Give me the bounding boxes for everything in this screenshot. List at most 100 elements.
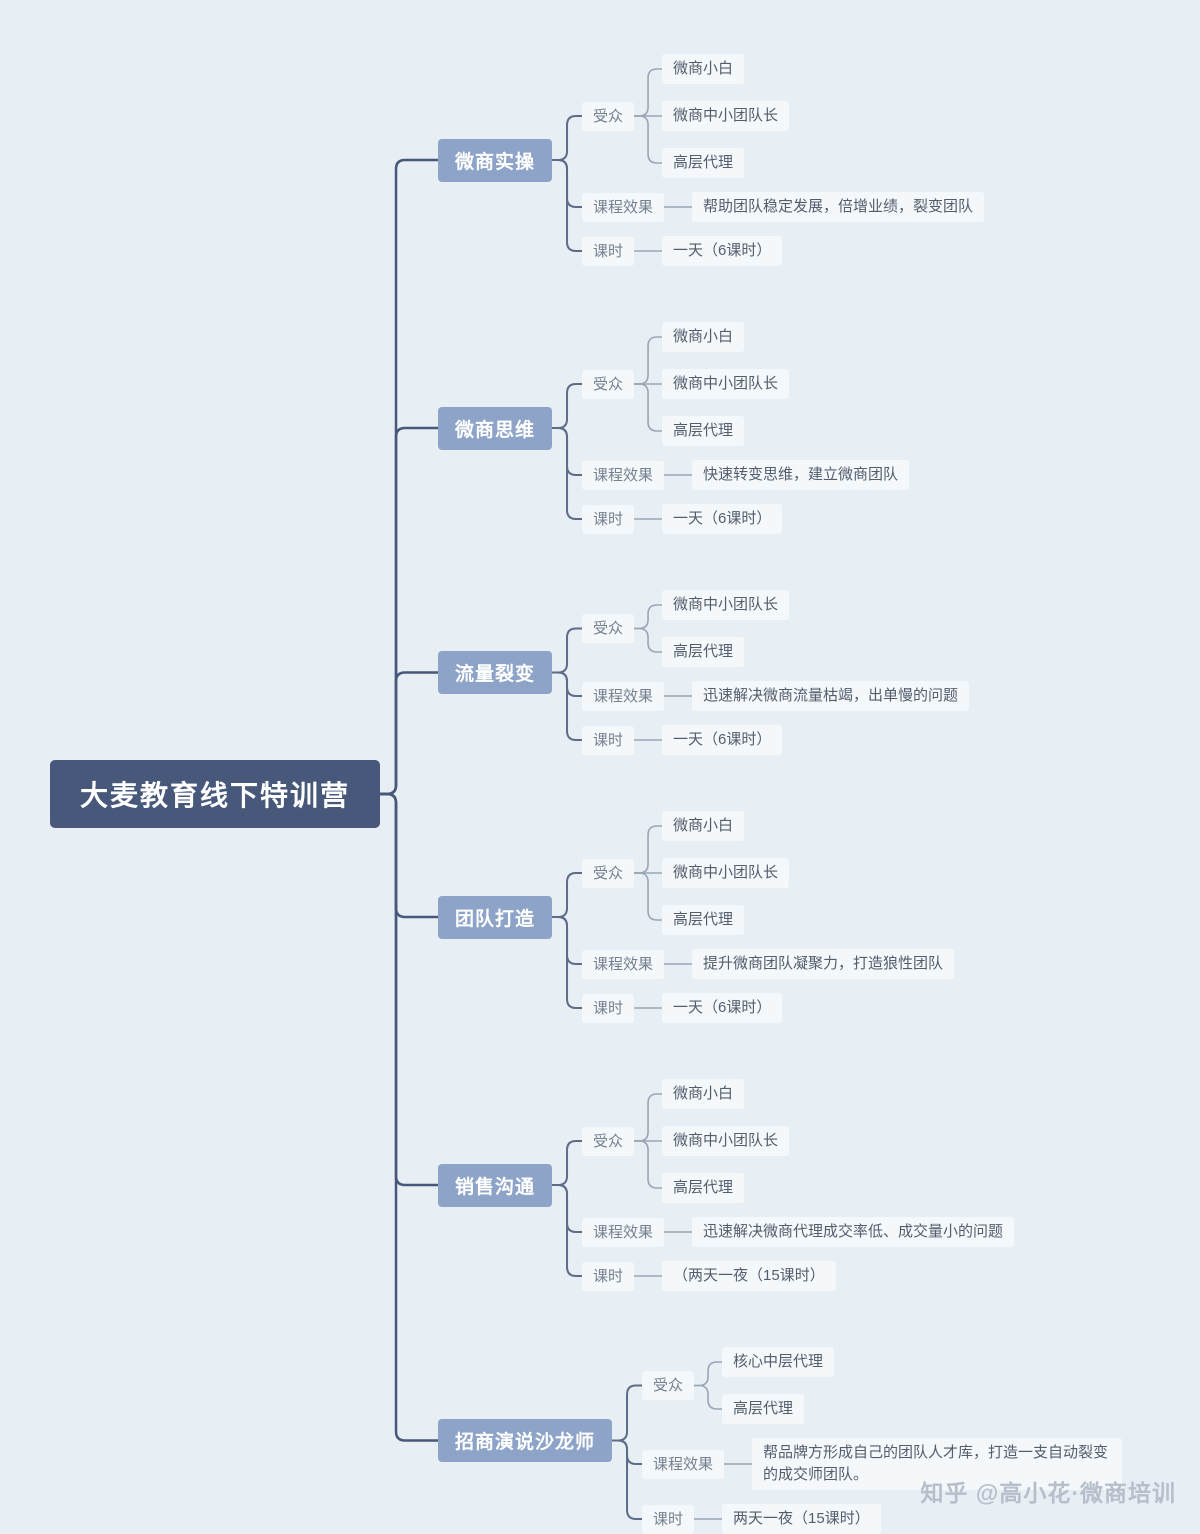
branch: 微商思维受众微商小白微商中小团队长高层代理课程效果快速转变思维，建立微商团队课时… xyxy=(438,322,910,534)
category-node: 团队打造 xyxy=(438,895,553,939)
sub-branch: 课程效果帮品牌方形成自己的团队人才库，打造一支自动裂变的成交师团队。 xyxy=(642,1438,1123,1490)
sub-column: 受众微商小白微商中小团队长高层代理课程效果帮助团队稳定发展，倍增业绩，裂变团队课… xyxy=(582,54,985,266)
sub-label-node: 课时 xyxy=(582,504,635,534)
leaf-node: 微商中小团队长 xyxy=(662,1126,790,1156)
sub-column: 受众微商小白微商中小团队长高层代理课程效果提升微商团队凝聚力，打造狼性团队课时一… xyxy=(582,811,955,1023)
leaf-node: 一天（6课时） xyxy=(662,725,783,755)
leaf-column: 微商小白微商中小团队长高层代理 xyxy=(662,1079,790,1203)
sub-branch: 受众核心中层代理高层代理 xyxy=(642,1347,835,1424)
branch: 招商演说沙龙师受众核心中层代理高层代理课程效果帮品牌方形成自己的团队人才库，打造… xyxy=(438,1347,1123,1534)
sub-label-node: 受众 xyxy=(582,369,635,399)
leaf-column: 一天（6课时） xyxy=(662,236,783,266)
leaf-node: 提升微商团队凝聚力，打造狼性团队 xyxy=(692,949,955,979)
leaf-node: 迅速解决微商代理成交率低、成交量小的问题 xyxy=(692,1217,1015,1247)
sub-branch: 受众微商中小团队长高层代理 xyxy=(582,590,790,667)
leaf-column: 一天（6课时） xyxy=(662,725,783,755)
sub-branch: 课时 （两天一夜（15课时） xyxy=(582,1261,836,1291)
leaf-column: 一天（6课时） xyxy=(662,993,783,1023)
branch: 流量裂变受众微商中小团队长高层代理课程效果迅速解决微商流量枯竭，出单慢的问题课时… xyxy=(438,590,970,755)
branch: 团队打造受众微商小白微商中小团队长高层代理课程效果提升微商团队凝聚力，打造狼性团… xyxy=(438,811,955,1023)
sub-branch: 课时一天（6课时） xyxy=(582,725,783,755)
root-node: 大麦教育线下特训营 xyxy=(50,760,381,828)
leaf-node: 微商小白 xyxy=(662,54,745,84)
leaf-node: 微商小白 xyxy=(662,322,745,352)
sub-label-node: 课程效果 xyxy=(582,1217,665,1247)
leaf-node: 高层代理 xyxy=(662,1173,745,1203)
branch: 微商实操受众微商小白微商中小团队长高层代理课程效果帮助团队稳定发展，倍增业绩，裂… xyxy=(438,54,985,266)
sub-label-node: 受众 xyxy=(582,614,635,643)
leaf-node: 微商中小团队长 xyxy=(662,858,790,888)
leaf-column: 快速转变思维，建立微商团队 xyxy=(692,460,910,490)
leaf-node: 一天（6课时） xyxy=(662,504,783,534)
category-node: 微商实操 xyxy=(438,138,553,182)
leaf-column: 帮助团队稳定发展，倍增业绩，裂变团队 xyxy=(692,192,985,222)
sub-branch: 课时两天一夜（15课时） xyxy=(642,1504,881,1534)
leaf-node: 高层代理 xyxy=(662,637,745,667)
leaf-column: 提升微商团队凝聚力，打造狼性团队 xyxy=(692,949,955,979)
sub-label-node: 课时 xyxy=(582,236,635,266)
sub-branch: 受众微商小白微商中小团队长高层代理 xyxy=(582,322,790,446)
sub-branch: 课时一天（6课时） xyxy=(582,993,783,1023)
leaf-column: 帮品牌方形成自己的团队人才库，打造一支自动裂变的成交师团队。 xyxy=(752,1438,1123,1490)
sub-label-node: 课程效果 xyxy=(642,1449,725,1479)
leaf-node: 微商中小团队长 xyxy=(662,101,790,131)
leaf-column: 微商小白微商中小团队长高层代理 xyxy=(662,54,790,178)
leaf-node: 微商中小团队长 xyxy=(662,590,790,620)
leaf-column: 微商小白微商中小团队长高层代理 xyxy=(662,811,790,935)
leaf-node: 高层代理 xyxy=(662,148,745,178)
category-node: 销售沟通 xyxy=(438,1163,553,1207)
leaf-node: 微商小白 xyxy=(662,811,745,841)
category-node: 招商演说沙龙师 xyxy=(438,1419,613,1462)
leaf-node: 帮品牌方形成自己的团队人才库，打造一支自动裂变的成交师团队。 xyxy=(752,1438,1123,1490)
sub-label-node: 课程效果 xyxy=(582,681,665,711)
leaf-node: 快速转变思维，建立微商团队 xyxy=(692,460,910,490)
category-node: 微商思维 xyxy=(438,406,553,450)
leaf-node: 高层代理 xyxy=(662,905,745,935)
leaf-node: 迅速解决微商流量枯竭，出单慢的问题 xyxy=(692,681,970,711)
sub-branch: 课程效果迅速解决微商流量枯竭，出单慢的问题 xyxy=(582,681,970,711)
sub-label-node: 受众 xyxy=(582,1126,635,1156)
leaf-column: 微商中小团队长高层代理 xyxy=(662,590,790,667)
leaf-node: 核心中层代理 xyxy=(722,1347,835,1377)
leaf-node: 一天（6课时） xyxy=(662,236,783,266)
leaf-column: 迅速解决微商代理成交率低、成交量小的问题 xyxy=(692,1217,1015,1247)
category-node: 流量裂变 xyxy=(438,651,553,694)
sub-label-node: 课时 xyxy=(582,1261,635,1291)
leaf-column: 一天（6课时） xyxy=(662,504,783,534)
mindmap-tree: 大麦教育线下特训营微商实操受众微商小白微商中小团队长高层代理课程效果帮助团队稳定… xyxy=(50,54,1123,1534)
leaf-column: 迅速解决微商流量枯竭，出单慢的问题 xyxy=(692,681,970,711)
leaf-node: 微商小白 xyxy=(662,1079,745,1109)
branch: 销售沟通受众微商小白微商中小团队长高层代理课程效果迅速解决微商代理成交率低、成交… xyxy=(438,1079,1015,1291)
sub-column: 受众微商小白微商中小团队长高层代理课程效果迅速解决微商代理成交率低、成交量小的问… xyxy=(582,1079,1015,1291)
sub-label-node: 课程效果 xyxy=(582,192,665,222)
sub-label-node: 课时 xyxy=(642,1504,695,1534)
sub-label-node: 课程效果 xyxy=(582,460,665,490)
leaf-node: 微商中小团队长 xyxy=(662,369,790,399)
sub-label-node: 课时 xyxy=(582,725,635,755)
sub-column: 受众微商小白微商中小团队长高层代理课程效果快速转变思维，建立微商团队课时一天（6… xyxy=(582,322,910,534)
leaf-column: （两天一夜（15课时） xyxy=(662,1261,836,1291)
watermark: 知乎 @高小花·微商培训 xyxy=(920,1480,1176,1506)
leaf-column: 核心中层代理高层代理 xyxy=(722,1347,835,1424)
branch-column: 微商实操受众微商小白微商中小团队长高层代理课程效果帮助团队稳定发展，倍增业绩，裂… xyxy=(438,54,1123,1534)
sub-label-node: 受众 xyxy=(582,858,635,888)
leaf-node: 一天（6课时） xyxy=(662,993,783,1023)
leaf-node: （两天一夜（15课时） xyxy=(662,1261,836,1291)
leaf-node: 高层代理 xyxy=(662,416,745,446)
sub-branch: 受众微商小白微商中小团队长高层代理 xyxy=(582,1079,790,1203)
sub-label-node: 课时 xyxy=(582,993,635,1023)
leaf-node: 高层代理 xyxy=(722,1394,805,1424)
sub-branch: 受众微商小白微商中小团队长高层代理 xyxy=(582,54,790,178)
leaf-column: 两天一夜（15课时） xyxy=(722,1504,881,1534)
sub-branch: 受众微商小白微商中小团队长高层代理 xyxy=(582,811,790,935)
sub-column: 受众核心中层代理高层代理课程效果帮品牌方形成自己的团队人才库，打造一支自动裂变的… xyxy=(642,1347,1123,1534)
sub-branch: 课时一天（6课时） xyxy=(582,236,783,266)
leaf-column: 微商小白微商中小团队长高层代理 xyxy=(662,322,790,446)
sub-label-node: 课程效果 xyxy=(582,949,665,979)
sub-branch: 课程效果帮助团队稳定发展，倍增业绩，裂变团队 xyxy=(582,192,985,222)
leaf-node: 帮助团队稳定发展，倍增业绩，裂变团队 xyxy=(692,192,985,222)
sub-column: 受众微商中小团队长高层代理课程效果迅速解决微商流量枯竭，出单慢的问题课时一天（6… xyxy=(582,590,970,755)
sub-branch: 课程效果快速转变思维，建立微商团队 xyxy=(582,460,910,490)
tree-row: 大麦教育线下特训营微商实操受众微商小白微商中小团队长高层代理课程效果帮助团队稳定… xyxy=(50,54,1123,1534)
